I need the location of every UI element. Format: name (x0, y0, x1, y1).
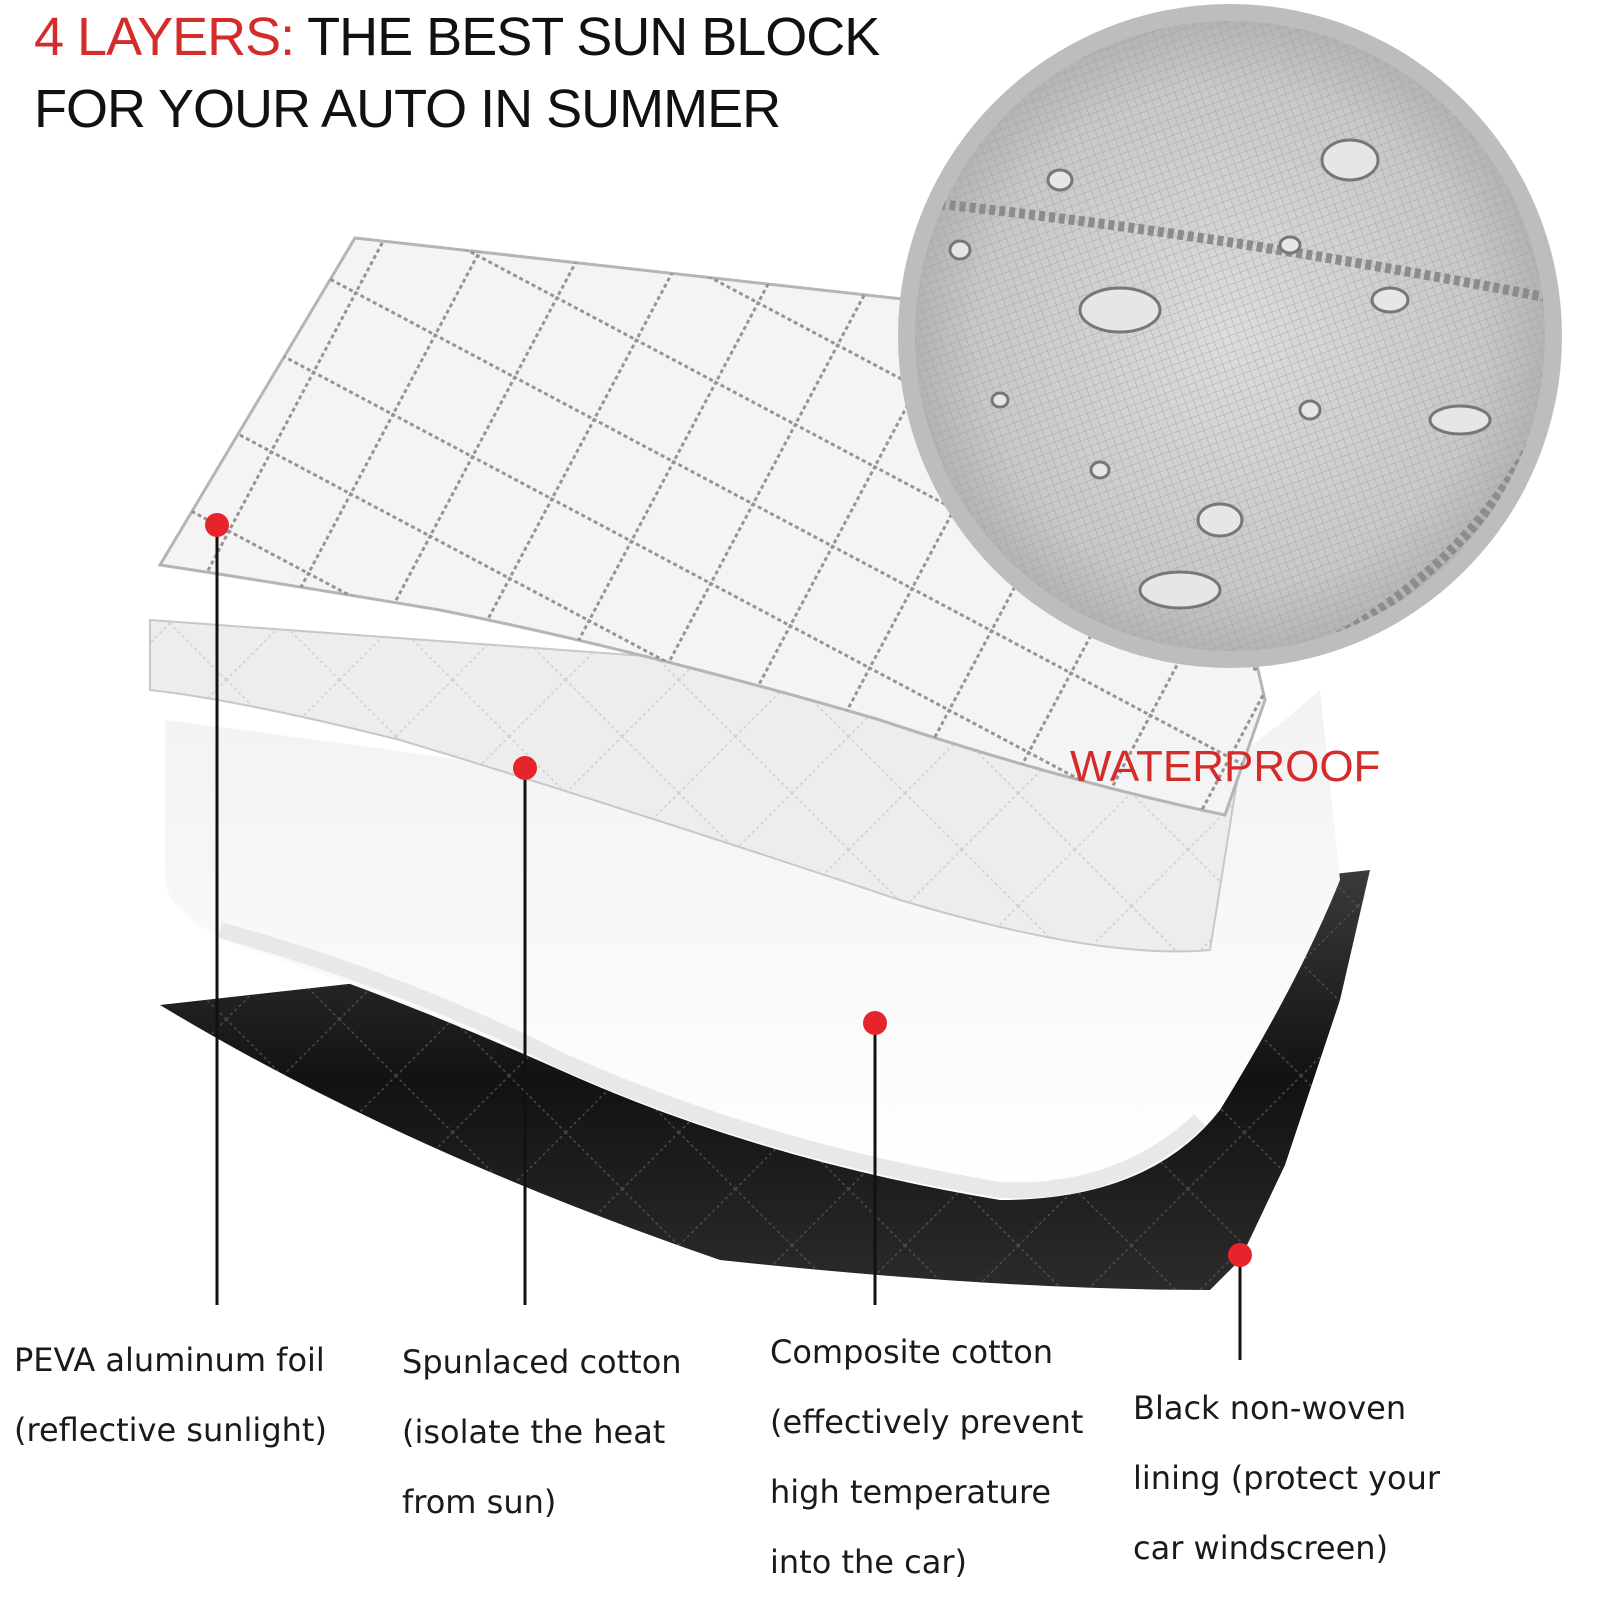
caption-line: high temperature (770, 1473, 1052, 1511)
caption-black-lining: Black non-woven lining (protect your car… (1133, 1373, 1440, 1583)
caption-line: (effectively prevent (770, 1403, 1084, 1441)
headline-accent: 4 LAYERS: (34, 7, 295, 67)
headline-line-2: FOR YOUR AUTO IN SUMMER (34, 79, 781, 139)
marker-spunlaced-cotton (513, 756, 537, 780)
caption-line: (isolate the heat (402, 1413, 666, 1451)
caption-line: Composite cotton (770, 1333, 1054, 1371)
marker-black-lining (1228, 1243, 1252, 1267)
waterproof-magnifier (898, 4, 1562, 668)
waterproof-label: WATERPROOF (1070, 742, 1381, 791)
caption-line: PEVA aluminum foil (14, 1341, 325, 1379)
caption-line: lining (protect your (1133, 1459, 1441, 1497)
caption-aluminum-foil: PEVA aluminum foil (reflective sunlight) (14, 1325, 327, 1465)
caption-spunlaced-cotton: Spunlaced cotton (isolate the heat from … (402, 1327, 682, 1537)
caption-line: from sun) (402, 1483, 557, 1521)
caption-line: into the car) (770, 1543, 967, 1581)
water-droplets (948, 138, 1492, 610)
caption-line: (reflective sunlight) (14, 1411, 327, 1449)
callout-leader-lines (215, 525, 1242, 1360)
marker-aluminum-foil (205, 513, 229, 537)
headline-line-1-rest: THE BEST SUN BLOCK (294, 7, 880, 67)
caption-composite-cotton: Composite cotton (effectively prevent hi… (770, 1317, 1083, 1597)
marker-composite-cotton (863, 1011, 887, 1035)
headline-line-1: 4 LAYERS: THE BEST SUN BLOCK (34, 6, 880, 68)
caption-line: car windscreen) (1133, 1529, 1389, 1567)
layer-composite-cotton (165, 690, 1340, 1200)
caption-line: Spunlaced cotton (402, 1343, 682, 1381)
caption-line: Black non-woven (1133, 1389, 1407, 1427)
